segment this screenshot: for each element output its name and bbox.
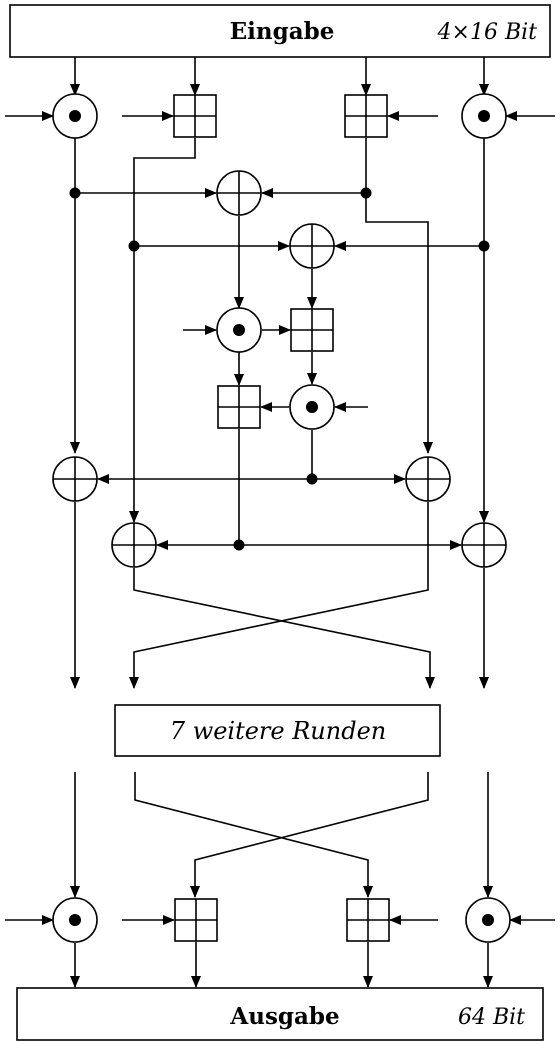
xor-icon [461, 522, 507, 568]
output-box [16, 987, 544, 1041]
multiply-icon [461, 93, 507, 139]
xor-icon [289, 223, 335, 269]
multiply-icon [465, 897, 511, 943]
xor-icon [111, 522, 157, 568]
junction-dot [233, 539, 245, 551]
addition-icon [290, 308, 334, 352]
multiply-icon [289, 384, 335, 430]
multiply-icon [52, 897, 98, 943]
addition-icon [344, 94, 388, 138]
input-box [9, 4, 551, 58]
junction-dot [306, 473, 318, 485]
xor-icon [52, 456, 98, 502]
junction-dot [478, 240, 490, 252]
rounds-box [114, 704, 441, 757]
addition-icon [217, 385, 261, 429]
addition-icon [174, 898, 218, 942]
addition-icon [346, 898, 390, 942]
junction-dot [360, 187, 372, 199]
input-label: Eingabe [230, 18, 335, 45]
output-label: Ausgabe [229, 1003, 339, 1030]
junction-dot [128, 240, 140, 252]
rounds-label: 7 weitere Runden [170, 717, 386, 745]
output-size: 64 Bit [458, 1005, 525, 1030]
multiply-icon [52, 93, 98, 139]
multiply-icon [216, 307, 262, 353]
xor-icon [216, 170, 262, 216]
addition-icon [173, 94, 217, 138]
xor-icon [405, 456, 451, 502]
junction-dot [69, 187, 81, 199]
input-size: 4×16 Bit [437, 20, 538, 45]
